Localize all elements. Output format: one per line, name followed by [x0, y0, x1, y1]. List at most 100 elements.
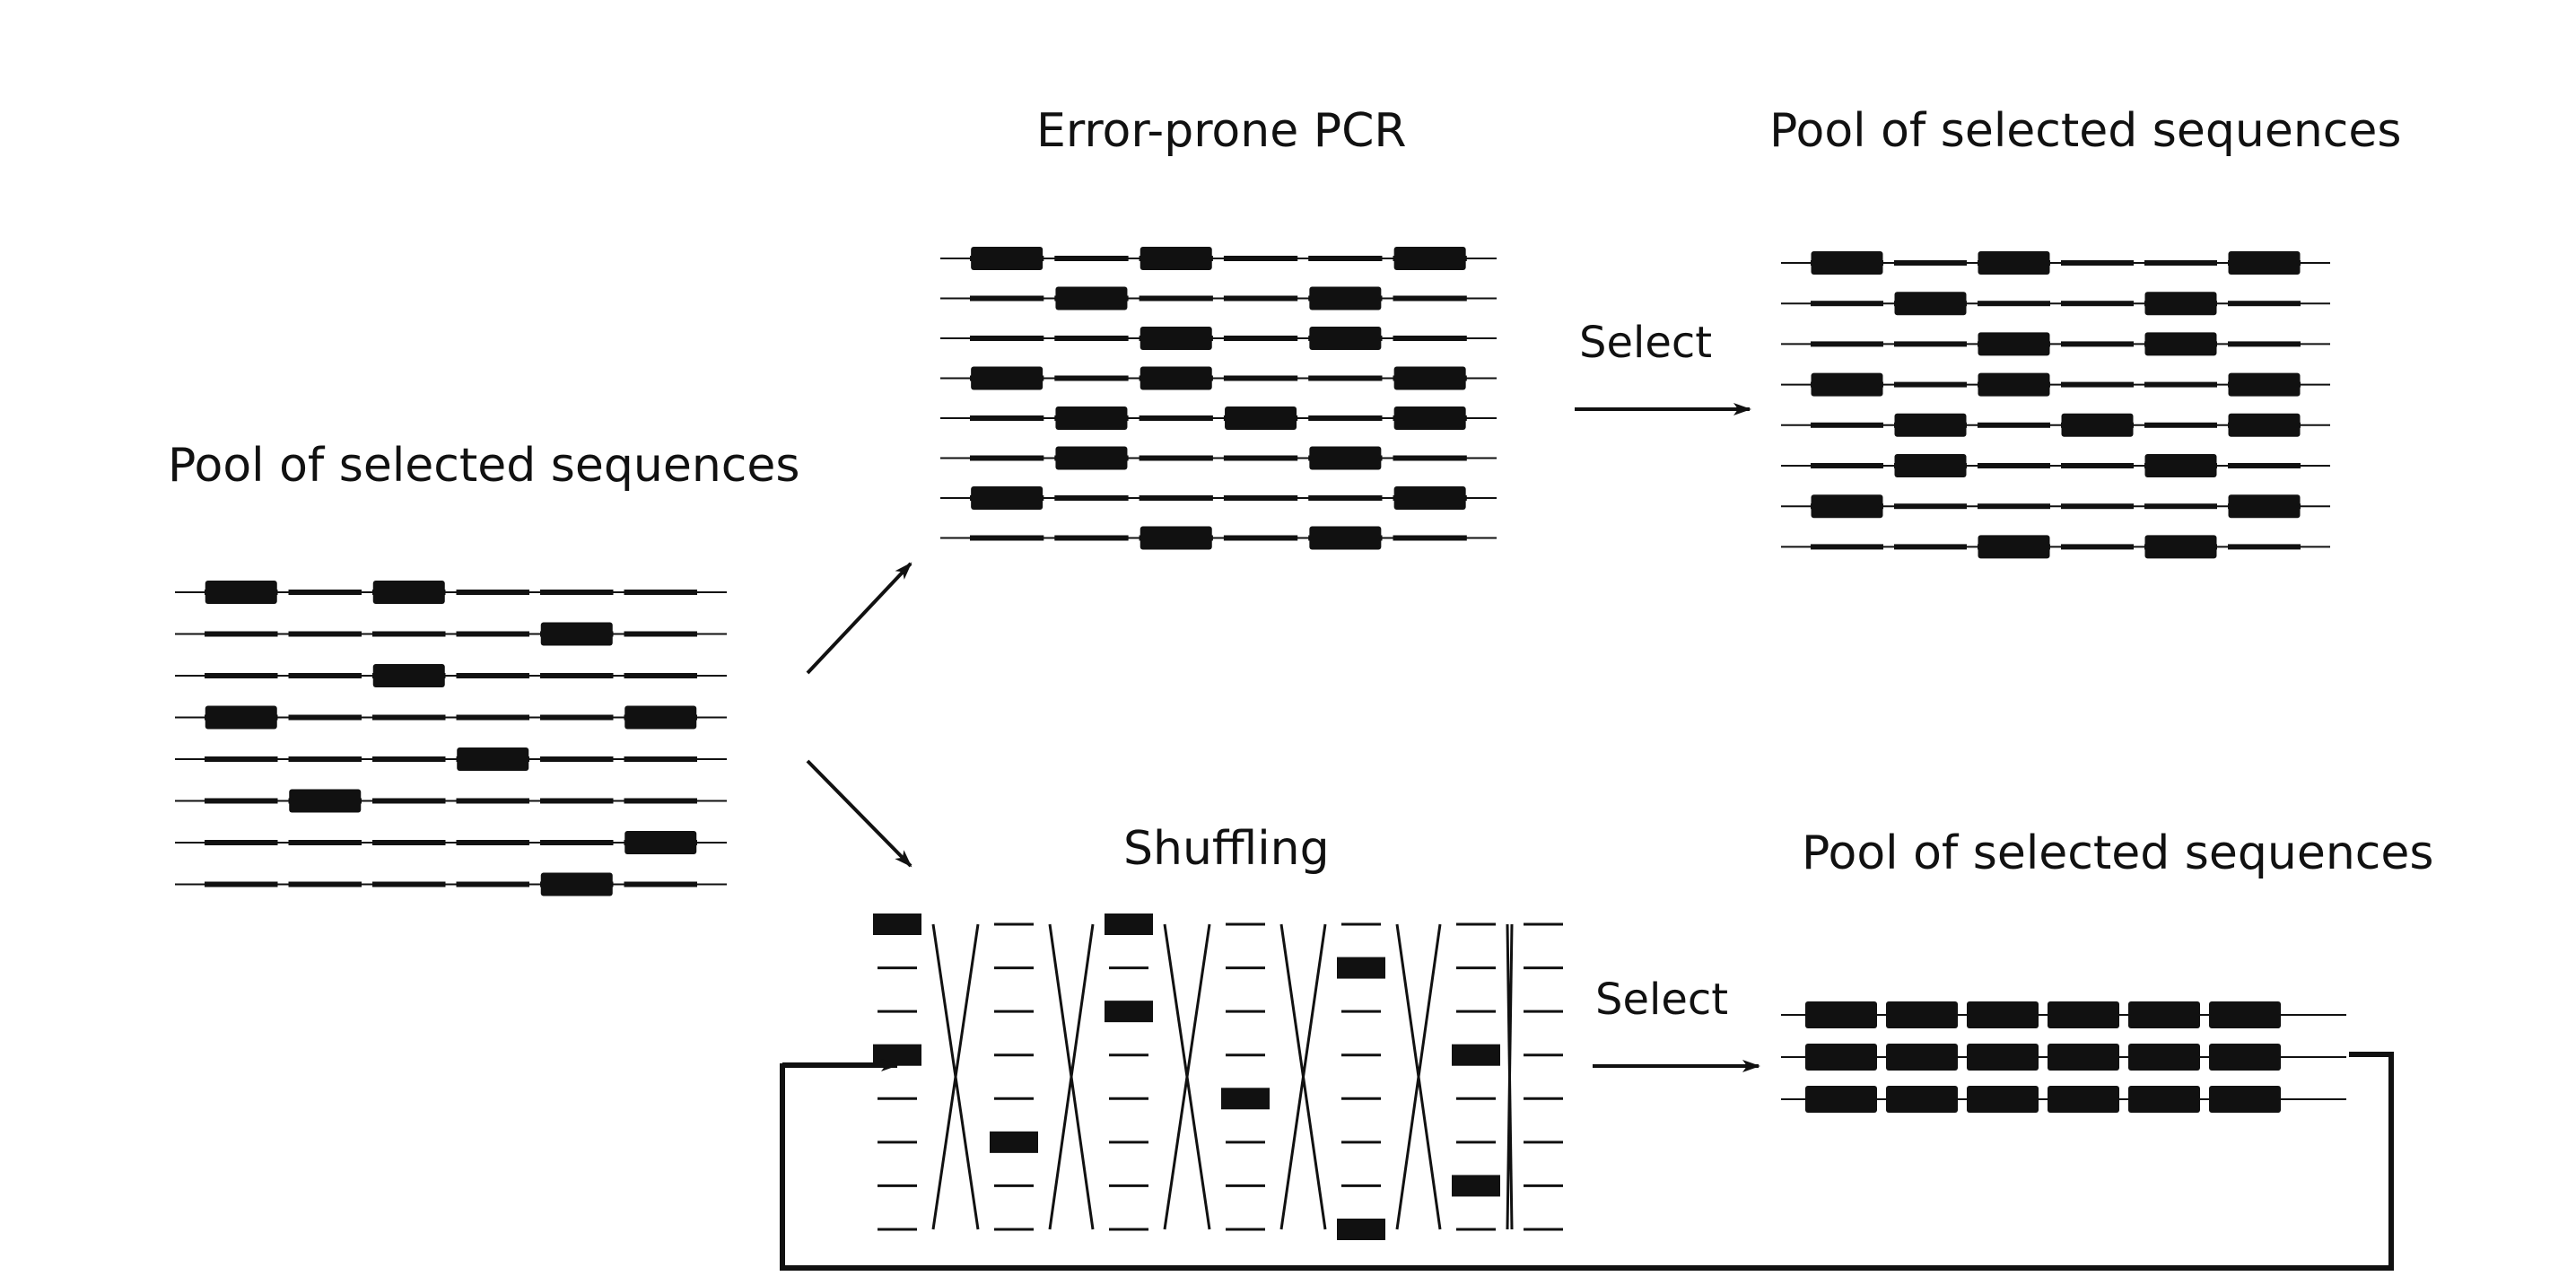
- sequence-segment: [289, 673, 362, 678]
- sequence-row: [940, 287, 1497, 310]
- sequence-segment: [457, 799, 530, 804]
- sequence-segment: [289, 840, 362, 845]
- sequence-row: [1781, 251, 2330, 275]
- mutation-block: [1967, 1086, 2039, 1113]
- fragment-block: [1337, 957, 1385, 979]
- sequence-row: [175, 831, 727, 854]
- fragment-block: [1337, 1219, 1385, 1240]
- mutation-block: [2128, 1001, 2200, 1028]
- sequence-segment: [289, 756, 362, 762]
- sequence-segment: [372, 715, 446, 721]
- pool-left: [175, 581, 727, 896]
- label-error-prone-pcr: Error-prone PCR: [1036, 108, 1407, 154]
- mutation-block: [1895, 454, 1967, 477]
- fragment-block: [1105, 913, 1153, 935]
- sequence-segment: [1894, 382, 1967, 388]
- mutation-block: [971, 367, 1043, 390]
- mutation-block: [1812, 373, 1883, 397]
- shuffling-fragments: [873, 913, 1563, 1240]
- fragment-block: [1105, 1001, 1153, 1022]
- label-shuffling: Shuffling: [1123, 826, 1330, 872]
- mutation-block: [1805, 1086, 1877, 1113]
- mutation-block: [2229, 251, 2301, 275]
- sequence-segment: [1811, 301, 1883, 306]
- sequence-segment: [624, 632, 698, 637]
- sequence-segment: [2144, 260, 2217, 266]
- sequence-segment: [1224, 336, 1297, 341]
- mutation-block: [1225, 406, 1297, 430]
- arrow-to-shuffling: [808, 761, 911, 866]
- sequence-segment: [1393, 336, 1467, 341]
- sequence-segment: [2228, 544, 2301, 549]
- sequence-segment: [205, 673, 278, 678]
- fragment-block: [1452, 1045, 1500, 1066]
- sequence-segment: [2144, 423, 2217, 428]
- mutation-block: [2128, 1086, 2200, 1113]
- sequence-segment: [540, 840, 614, 845]
- sequence-segment: [970, 456, 1043, 461]
- pool-top-right: [1781, 251, 2330, 558]
- mutation-block: [1055, 447, 1127, 470]
- sequence-row: [1781, 1001, 2346, 1028]
- mutation-block: [2229, 494, 2301, 518]
- mutation-block: [2209, 1001, 2281, 1028]
- sequence-segment: [1811, 423, 1883, 428]
- mutation-block: [457, 747, 528, 771]
- sequence-row: [940, 447, 1497, 470]
- sequence-row: [175, 623, 727, 646]
- sequence-segment: [289, 715, 362, 721]
- mutation-block: [2229, 414, 2301, 437]
- sequence-segment: [2061, 544, 2134, 549]
- sequence-segment: [1308, 495, 1382, 501]
- sequence-segment: [372, 799, 446, 804]
- mutation-block: [541, 623, 613, 646]
- sequence-row: [175, 790, 727, 813]
- sequence-segment: [2061, 260, 2134, 266]
- sequence-segment: [205, 882, 278, 887]
- sequence-row: [1781, 454, 2330, 477]
- sequence-segment: [624, 756, 698, 762]
- sequence-segment: [1393, 536, 1467, 541]
- sequence-segment: [289, 632, 362, 637]
- sequence-segment: [1978, 423, 2050, 428]
- mutation-block: [373, 581, 445, 604]
- sequence-segment: [1054, 376, 1128, 381]
- sequence-segment: [2061, 382, 2134, 388]
- mutation-block: [1978, 332, 2050, 355]
- mutation-block: [2145, 332, 2217, 355]
- sequence-segment: [540, 590, 614, 595]
- label-pool-bottom-right: Pool of selected sequences: [1802, 830, 2433, 877]
- mutation-block: [2145, 535, 2217, 558]
- sequence-segment: [372, 882, 446, 887]
- mutation-block: [205, 706, 277, 730]
- mutation-block: [971, 486, 1043, 510]
- sequence-segment: [1054, 495, 1128, 501]
- sequence-segment: [1978, 503, 2050, 509]
- sequence-segment: [970, 415, 1043, 421]
- sequence-row: [940, 406, 1497, 430]
- mutation-block: [1055, 406, 1127, 430]
- sequence-segment: [289, 882, 362, 887]
- mutation-block: [1140, 527, 1212, 550]
- sequence-row: [175, 873, 727, 896]
- sequence-segment: [457, 590, 530, 595]
- mutation-block: [1886, 1044, 1958, 1071]
- sequence-segment: [540, 673, 614, 678]
- sequence-segment: [1393, 296, 1467, 302]
- mutation-block: [205, 581, 277, 604]
- sequence-row: [175, 581, 727, 604]
- sequence-segment: [2061, 341, 2134, 346]
- mutation-block: [1895, 292, 1967, 315]
- sequence-segment: [1894, 341, 1967, 346]
- sequence-segment: [1140, 495, 1213, 501]
- mutation-block: [2209, 1086, 2281, 1113]
- pool-error-prone: [940, 247, 1497, 550]
- mutation-block: [1394, 247, 1466, 270]
- sequence-segment: [1140, 296, 1213, 302]
- mutation-block: [1812, 251, 1883, 275]
- sequence-row: [940, 527, 1497, 550]
- mutation-block: [1895, 414, 1967, 437]
- mutation-block: [2209, 1044, 2281, 1071]
- sequence-row: [175, 706, 727, 730]
- sequence-row: [940, 247, 1497, 270]
